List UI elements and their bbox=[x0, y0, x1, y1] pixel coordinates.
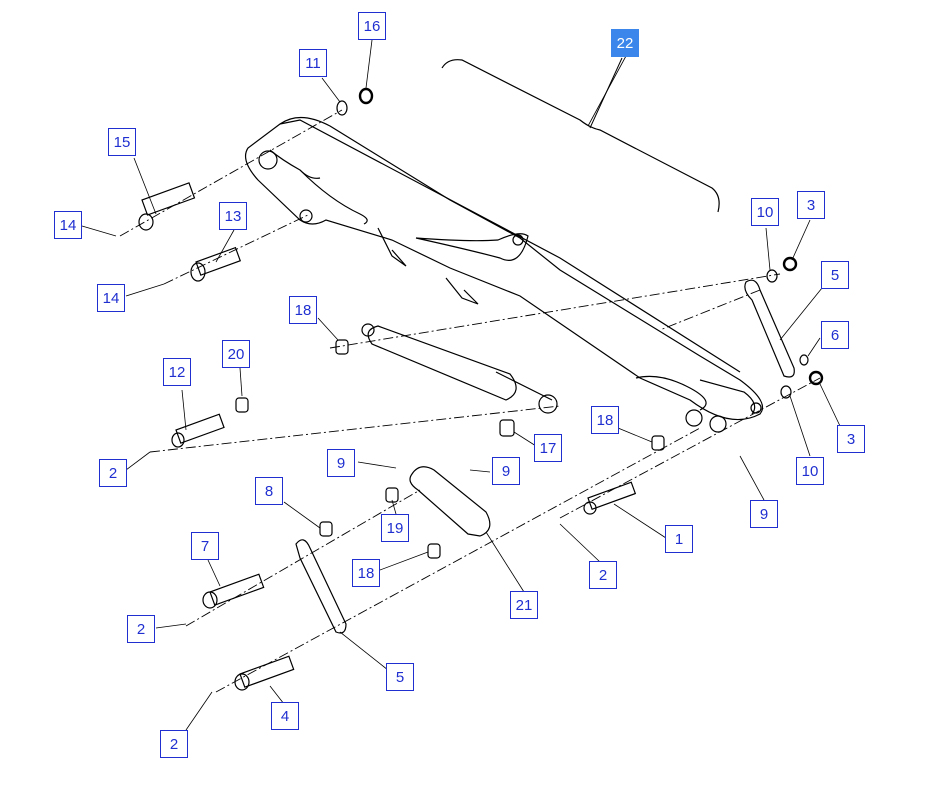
callout-5[interactable]: 5 bbox=[386, 663, 414, 691]
callout-11[interactable]: 11 bbox=[299, 49, 327, 77]
callout-3[interactable]: 3 bbox=[837, 425, 865, 453]
callout-13[interactable]: 13 bbox=[219, 202, 247, 230]
callout-2[interactable]: 2 bbox=[160, 730, 188, 758]
boom-arm bbox=[245, 116, 764, 421]
callout-15[interactable]: 15 bbox=[108, 128, 136, 156]
callout-21[interactable]: 21 bbox=[510, 591, 538, 619]
callout-9[interactable]: 9 bbox=[492, 457, 520, 485]
callout-1[interactable]: 1 bbox=[665, 525, 693, 553]
callout-16[interactable]: 16 bbox=[358, 12, 386, 40]
link-21 bbox=[409, 466, 491, 537]
callout-9[interactable]: 9 bbox=[327, 449, 355, 477]
callout-2[interactable]: 2 bbox=[127, 615, 155, 643]
boom-pivot-bore bbox=[258, 150, 278, 170]
callout-6[interactable]: 6 bbox=[821, 321, 849, 349]
callout-14[interactable]: 14 bbox=[54, 211, 82, 239]
callout-5[interactable]: 5 bbox=[821, 261, 849, 289]
callout-14[interactable]: 14 bbox=[97, 284, 125, 312]
assembly-bracket bbox=[441, 59, 720, 213]
hydraulic-cylinder bbox=[361, 323, 558, 414]
link-upper bbox=[744, 279, 795, 378]
callout-17[interactable]: 17 bbox=[534, 434, 562, 462]
callout-2[interactable]: 2 bbox=[99, 459, 127, 487]
callout-10[interactable]: 10 bbox=[751, 198, 779, 226]
link-lower bbox=[295, 539, 347, 634]
callout-18[interactable]: 18 bbox=[352, 559, 380, 587]
callout-3[interactable]: 3 bbox=[797, 191, 825, 219]
callout-8[interactable]: 8 bbox=[255, 477, 283, 505]
callout-4[interactable]: 4 bbox=[271, 702, 299, 730]
callout-18[interactable]: 18 bbox=[591, 406, 619, 434]
callout-7[interactable]: 7 bbox=[191, 532, 219, 560]
callout-12[interactable]: 12 bbox=[163, 358, 191, 386]
callout-18[interactable]: 18 bbox=[289, 296, 317, 324]
callout-10[interactable]: 10 bbox=[796, 457, 824, 485]
callout-22[interactable]: 22 bbox=[611, 29, 639, 57]
callout-2[interactable]: 2 bbox=[589, 561, 617, 589]
callout-9[interactable]: 9 bbox=[750, 500, 778, 528]
callout-20[interactable]: 20 bbox=[222, 340, 250, 368]
callout-19[interactable]: 19 bbox=[381, 514, 409, 542]
